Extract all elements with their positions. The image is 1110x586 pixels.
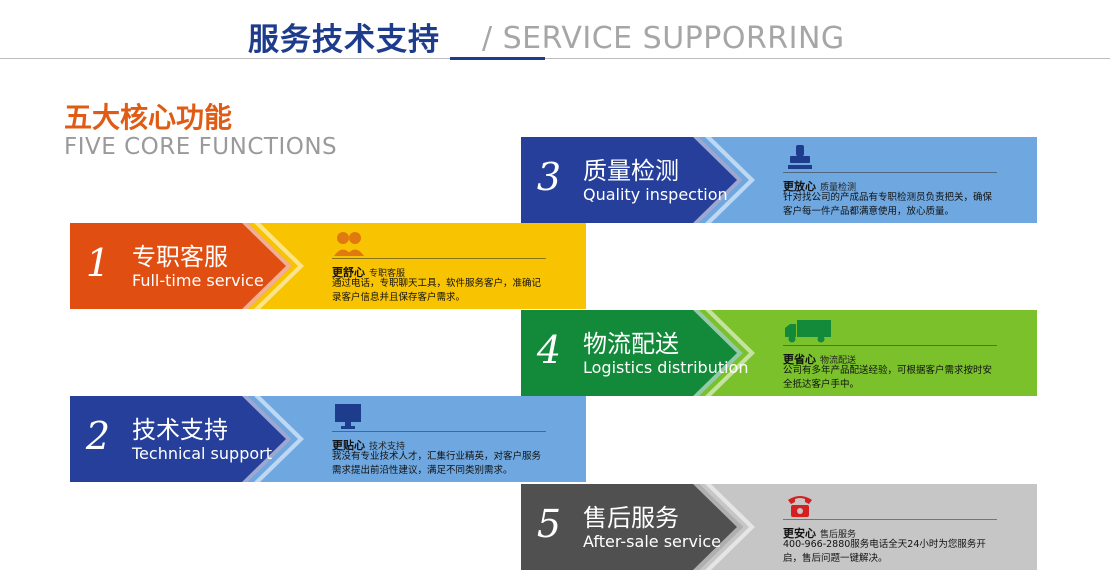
banner-dark-arrow (70, 396, 292, 482)
banner-title-cn: 专职客服 (132, 243, 228, 271)
banner-title-cn: 技术支持 (132, 416, 228, 444)
info-divider (783, 172, 997, 173)
phone-icon (788, 496, 812, 517)
info-heading: 更安心售后服务 (783, 527, 857, 540)
info-description: 400-966-2880服务电话全天24小时为您服务开启，售后问题一键解决。 (783, 539, 986, 564)
banner-title-en: Logistics distribution (583, 358, 749, 377)
banner-number: 1 (85, 241, 111, 285)
info-description: 通过电话，专职聊天工具，软件服务客户，准确记录客户信息并且保存客户需求。 (332, 278, 542, 303)
info-heading: 更贴心技术支持 (332, 439, 406, 452)
header-divider (0, 58, 1110, 59)
banner-title-en: Technical support (132, 444, 272, 463)
banner-title-cn: 质量检测 (583, 157, 679, 185)
stamp-icon (788, 145, 812, 169)
banner-title-en: Full-time service (132, 271, 264, 290)
feature-banner-quality: 3 质量检测 Quality inspection 更放心质量检测 针对找公司的… (521, 137, 1037, 223)
info-description: 公司有多年产品配送经验，可根据客户需求按时安全抵达客户手中。 (783, 365, 993, 390)
info-heading: 更放心质量检测 (783, 180, 857, 193)
header-accent-line (450, 57, 545, 60)
feature-banner-technical: 2 技术支持 Technical support 更贴心技术支持 我没有专业技术… (70, 396, 586, 482)
info-divider (332, 258, 546, 259)
banner-title-cn: 售后服务 (583, 504, 679, 532)
monitor-icon (335, 404, 361, 429)
info-description: 针对找公司的产成品有专职检测员负责把关，确保客户每一件产品都满意使用，放心质量。 (783, 192, 993, 217)
banner-dark-arrow (70, 223, 292, 309)
customer-service-icon (334, 232, 364, 256)
section-title: 五大核心功能 (64, 101, 233, 134)
banner-number: 4 (536, 328, 562, 372)
banner-title-en: After-sale service (583, 532, 721, 551)
page-title: 服务技术支持 (248, 22, 440, 58)
banner-dark-arrow (521, 310, 743, 396)
feature-banner-service: 1 专职客服 Full-time service 更舒心专职客服 通过电话，专职… (70, 223, 586, 309)
info-divider (332, 431, 546, 432)
banner-title-cn: 物流配送 (583, 330, 679, 358)
info-divider (783, 519, 997, 520)
page-subtitle: / SERVICE SUPPORRING (482, 21, 845, 56)
banner-dark-arrow (521, 484, 743, 570)
banner-number: 5 (536, 502, 562, 546)
banner-dark-arrow (521, 137, 743, 223)
banner-number: 3 (536, 155, 562, 199)
info-divider (783, 345, 997, 346)
feature-banner-logistics: 4 物流配送 Logistics distribution 更省心物流配送 公司… (521, 310, 1037, 396)
truck-icon (785, 320, 831, 343)
banner-number: 2 (85, 414, 111, 458)
feature-banner-after-sale: 5 售后服务 After-sale service 更安心售后服务 400-96… (521, 484, 1037, 570)
section-subtitle: FIVE CORE FUNCTIONS (64, 134, 338, 160)
info-description: 我没有专业技术人才，汇集行业精英，对客户服务需求提出前沿性建议，满足不同类别需求… (332, 451, 542, 476)
info-heading: 更省心物流配送 (783, 353, 857, 366)
info-heading: 更舒心专职客服 (332, 266, 406, 279)
banner-title-en: Quality inspection (583, 185, 728, 204)
